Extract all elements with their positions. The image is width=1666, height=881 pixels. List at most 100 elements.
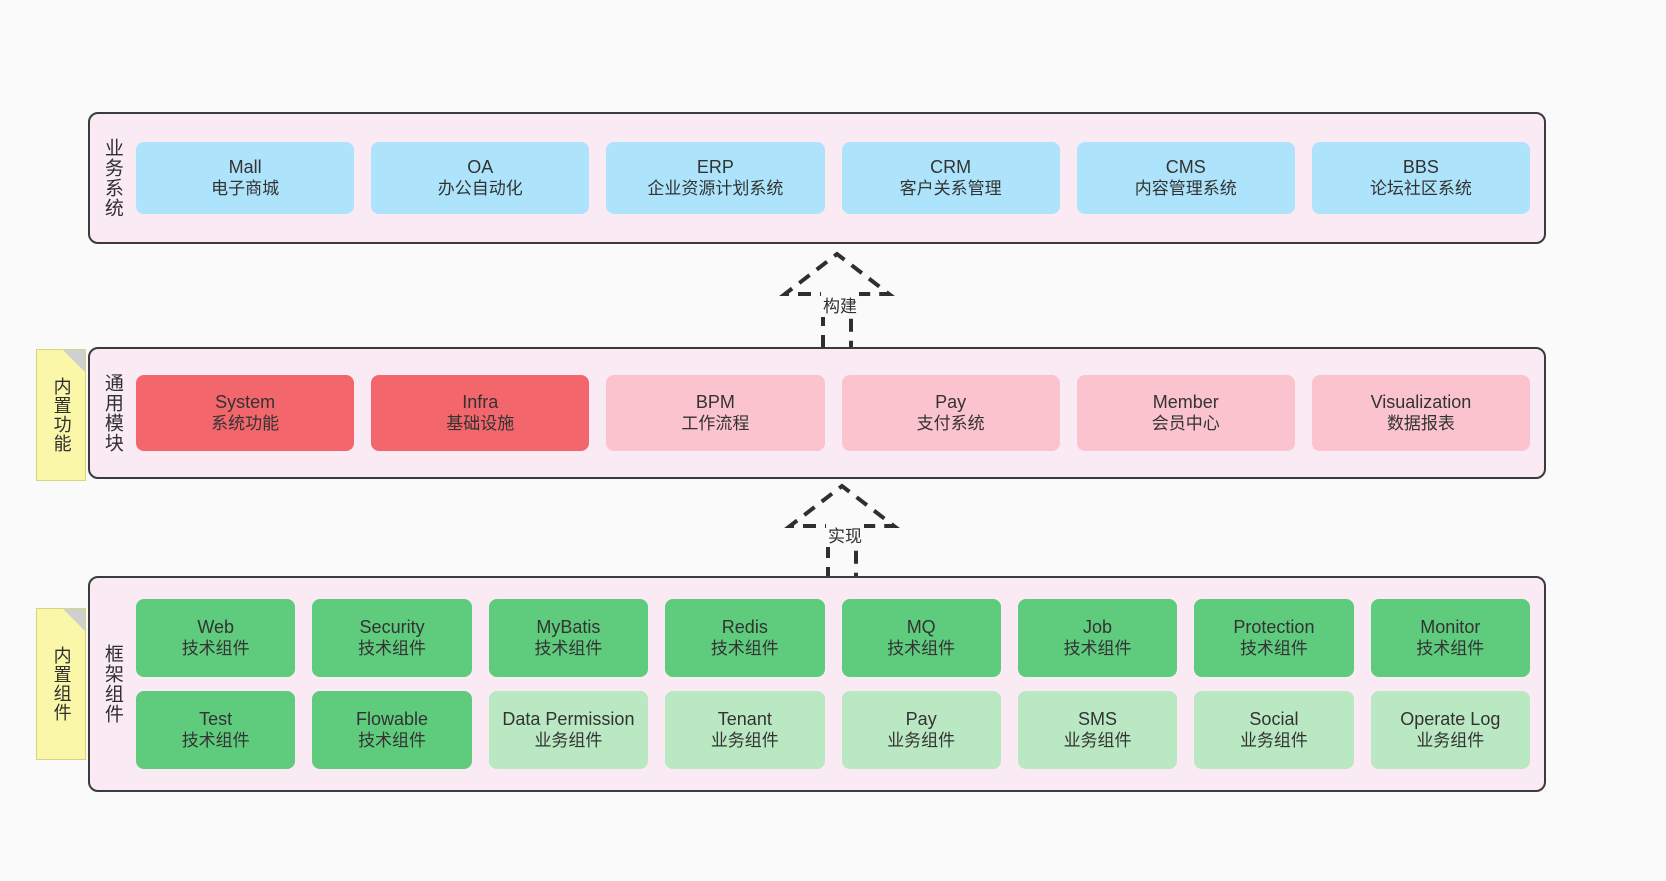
card-monitor[interactable]: Monitor 技术组件: [1370, 599, 1530, 677]
layer-framework-components: 框架组件 Web 技术组件 Security 技术组件 MyBatis 技术组件…: [88, 576, 1546, 792]
card-flowable[interactable]: Flowable 技术组件: [312, 691, 472, 769]
card-pay-module[interactable]: Pay 支付系统: [841, 375, 1060, 451]
card-title: System: [215, 391, 276, 412]
layer-body-common-modules: System 系统功能 Infra 基础设施 BPM 工作流程 Pay 支付系统…: [134, 349, 1544, 477]
card-title: Job: [1083, 616, 1113, 637]
card-subtitle: 技术组件: [358, 638, 427, 658]
card-title: CRM: [930, 156, 972, 177]
card-redis[interactable]: Redis 技术组件: [665, 599, 825, 677]
card-title: ERP: [696, 156, 734, 177]
card-title: Pay: [935, 391, 967, 412]
card-title: CMS: [1165, 156, 1206, 177]
card-cms[interactable]: CMS 内容管理系统: [1076, 142, 1295, 214]
card-bbs[interactable]: BBS 论坛社区系统: [1311, 142, 1531, 214]
card-subtitle: 技术组件: [1239, 638, 1308, 658]
card-sms[interactable]: SMS 业务组件: [1017, 691, 1178, 769]
layer-title-business-system: 业务系统: [101, 138, 123, 218]
card-subtitle: 业务组件: [534, 730, 603, 750]
card-title: Visualization: [1370, 391, 1472, 412]
card-title: Social: [1249, 708, 1299, 729]
card-subtitle: 办公自动化: [437, 178, 523, 198]
card-subtitle: 基础设施: [446, 413, 515, 433]
card-title: MyBatis: [536, 616, 601, 637]
card-subtitle: 技术组件: [1416, 638, 1485, 658]
card-title: Redis: [721, 616, 768, 637]
card-title: Test: [199, 708, 233, 729]
card-subtitle: 技术组件: [181, 638, 250, 658]
card-pay-component[interactable]: Pay 业务组件: [841, 691, 1001, 769]
builtin-component-note-label: 内置组件: [51, 646, 72, 722]
card-bpm[interactable]: BPM 工作流程: [606, 375, 825, 451]
card-title: BPM: [695, 391, 735, 412]
card-title: Data Permission: [502, 708, 635, 729]
card-subtitle: 业务组件: [1063, 730, 1132, 750]
card-title: Security: [359, 616, 425, 637]
card-subtitle: 会员中心: [1151, 413, 1220, 433]
card-title: MQ: [906, 616, 936, 637]
card-subtitle: 客户关系管理: [899, 178, 1002, 198]
cell-row-business: Test 技术组件 Flowable 技术组件 Data Permission …: [136, 691, 1530, 769]
card-system[interactable]: System 系统功能: [136, 375, 355, 451]
card-subtitle: 技术组件: [181, 730, 250, 750]
layer-body-framework-components: Web 技术组件 Security 技术组件 MyBatis 技术组件 Redi…: [134, 578, 1544, 790]
card-mq[interactable]: MQ 技术组件: [841, 599, 1001, 677]
layer-title-framework-components: 框架组件: [101, 644, 123, 724]
cell-row: System 系统功能 Infra 基础设施 BPM 工作流程 Pay 支付系统…: [136, 375, 1531, 451]
card-infra[interactable]: Infra 基础设施: [371, 375, 590, 451]
card-subtitle: 技术组件: [887, 638, 956, 658]
card-title: Monitor: [1420, 616, 1481, 637]
card-protection[interactable]: Protection 技术组件: [1194, 599, 1354, 677]
card-erp[interactable]: ERP 企业资源计划系统: [606, 142, 825, 214]
card-oa[interactable]: OA 办公自动化: [371, 142, 590, 214]
card-subtitle: 业务组件: [710, 730, 779, 750]
builtin-function-note: 内置功能: [36, 349, 86, 481]
card-title: Pay: [905, 708, 937, 729]
builtin-component-note: 内置组件: [36, 608, 86, 760]
card-web[interactable]: Web 技术组件: [136, 599, 296, 677]
card-subtitle: 数据报表: [1386, 413, 1455, 433]
card-subtitle: 技术组件: [534, 638, 603, 658]
card-title: Flowable: [356, 708, 429, 729]
card-title: Infra: [462, 391, 499, 412]
card-crm[interactable]: CRM 客户关系管理: [841, 142, 1060, 214]
card-member[interactable]: Member 会员中心: [1076, 375, 1295, 451]
card-subtitle: 系统功能: [211, 413, 280, 433]
card-title: Mall: [228, 156, 262, 177]
card-subtitle: 内容管理系统: [1134, 178, 1237, 198]
card-test[interactable]: Test 技术组件: [136, 691, 296, 769]
builtin-function-note-label: 内置功能: [51, 377, 72, 453]
card-visualization[interactable]: Visualization 数据报表: [1311, 375, 1531, 451]
layer-business-system: 业务系统 Mall 电子商城 OA 办公自动化 ERP 企业资源计划系统 CRM: [88, 112, 1546, 244]
card-subtitle: 企业资源计划系统: [647, 178, 784, 198]
card-subtitle: 业务组件: [1239, 730, 1308, 750]
card-subtitle: 支付系统: [916, 413, 985, 433]
card-title: BBS: [1402, 156, 1439, 177]
layer-body-business-system: Mall 电子商城 OA 办公自动化 ERP 企业资源计划系统 CRM 客户关系…: [134, 114, 1544, 242]
card-security[interactable]: Security 技术组件: [312, 599, 472, 677]
card-subtitle: 业务组件: [1416, 730, 1485, 750]
build-arrow-label: 构建: [821, 292, 859, 317]
card-title: Protection: [1233, 616, 1315, 637]
card-mall[interactable]: Mall 电子商城: [136, 142, 355, 214]
card-subtitle: 技术组件: [1063, 638, 1132, 658]
card-data-permission[interactable]: Data Permission 业务组件: [488, 691, 649, 769]
card-tenant[interactable]: Tenant 业务组件: [665, 691, 825, 769]
card-operate-log[interactable]: Operate Log 业务组件: [1370, 691, 1530, 769]
card-subtitle: 业务组件: [887, 730, 956, 750]
card-job[interactable]: Job 技术组件: [1017, 599, 1178, 677]
layer-common-modules: 通用模块 System 系统功能 Infra 基础设施 BPM 工作流程 Pay: [88, 347, 1546, 479]
cell-row: Mall 电子商城 OA 办公自动化 ERP 企业资源计划系统 CRM 客户关系…: [136, 142, 1531, 214]
implement-arrow-label: 实现: [826, 522, 864, 547]
cell-row-tech: Web 技术组件 Security 技术组件 MyBatis 技术组件 Redi…: [136, 599, 1530, 677]
card-subtitle: 论坛社区系统: [1369, 178, 1472, 198]
card-title: Operate Log: [1400, 708, 1501, 729]
card-social[interactable]: Social 业务组件: [1194, 691, 1354, 769]
card-subtitle: 技术组件: [358, 730, 427, 750]
card-subtitle: 工作流程: [681, 413, 750, 433]
card-mybatis[interactable]: MyBatis 技术组件: [488, 599, 649, 677]
card-title: Member: [1152, 391, 1219, 412]
layer-title-common-modules: 通用模块: [101, 373, 123, 453]
card-title: Web: [197, 616, 235, 637]
implement-arrow: 实现: [770, 483, 930, 580]
